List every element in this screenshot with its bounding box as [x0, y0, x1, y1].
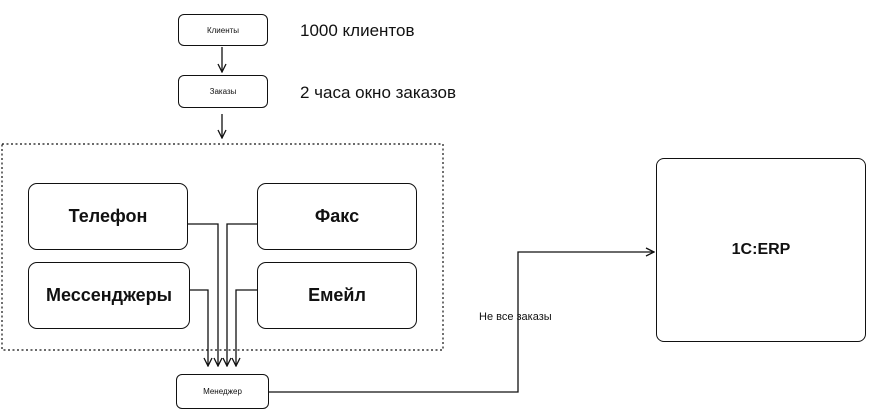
node-email-label: Емейл — [308, 285, 366, 305]
channels-group-frame — [1, 143, 444, 351]
arrow-messengers-to-manager — [190, 289, 208, 366]
node-manager-label: Менеджер — [203, 387, 242, 396]
note-order-window: 2 часа окно заказов — [300, 83, 457, 102]
node-erp-label: 1C:ERP — [731, 241, 791, 258]
node-clients: Клиенты — [178, 14, 268, 46]
note-clients-count: 1000 клиентов — [300, 21, 415, 40]
node-phone-label: Телефон — [68, 206, 148, 226]
arrow-fax-to-manager — [227, 223, 257, 366]
node-messengers: Мессенджеры — [28, 262, 190, 329]
node-orders-label: Заказы — [209, 87, 237, 96]
arrow-manager-to-erp — [269, 252, 654, 393]
node-clients-label: Клиенты — [206, 25, 240, 35]
arrow-phone-to-manager — [188, 223, 218, 366]
node-messengers-label: Мессенджеры — [46, 285, 172, 305]
node-erp: 1C:ERP — [656, 158, 866, 342]
node-fax: Факс — [257, 183, 417, 250]
arrow-email-to-manager — [236, 289, 257, 366]
node-email: Емейл — [257, 262, 417, 329]
node-orders: Заказы — [178, 75, 268, 108]
node-phone: Телефон — [28, 183, 188, 250]
node-fax-label: Факс — [314, 206, 360, 226]
node-manager: Менеджер — [176, 374, 269, 409]
edge-label-not-all-orders: Не все заказы — [479, 311, 552, 323]
